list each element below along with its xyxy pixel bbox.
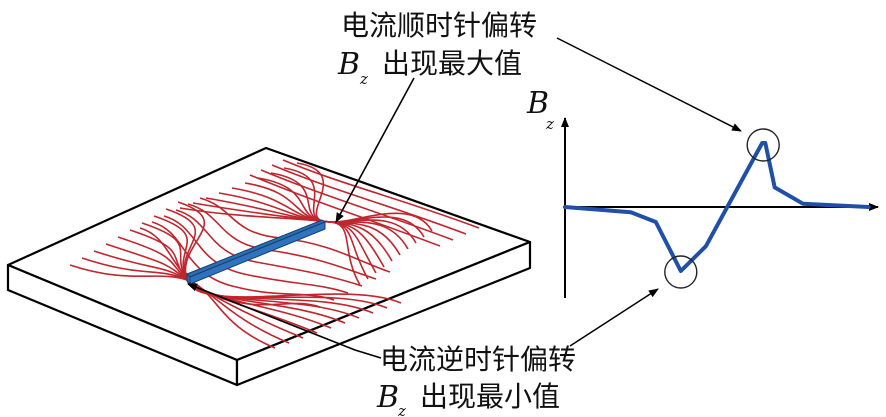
current-line (282, 159, 480, 229)
min-label-line2: 出现最小值 (420, 380, 560, 413)
min-label-line1: 电流逆时针偏转 (380, 343, 576, 376)
current-line (296, 162, 433, 232)
max-label-line1: 电流顺时针偏转 (341, 9, 537, 42)
max-marker-circle (746, 128, 780, 162)
max-label-var: B (337, 47, 360, 82)
crack (186, 219, 327, 286)
min-pointer-arrow (569, 288, 659, 347)
current-line (249, 174, 441, 247)
max-label-line2: 出现最大值 (382, 47, 522, 80)
current-line (163, 215, 349, 294)
current-line (139, 227, 321, 308)
current-line (175, 209, 363, 287)
bz-curve (563, 141, 871, 273)
current-line (151, 221, 335, 301)
current-line (260, 169, 454, 241)
y-axis-label: B (526, 86, 549, 121)
bz-signal-chart: B z (526, 37, 879, 347)
min-label: 电流逆时针偏转 B z 出现最小值 (376, 343, 576, 417)
current-line (271, 164, 467, 235)
crack-front (189, 221, 326, 285)
top-leader-line (335, 77, 415, 223)
plate-right-side (235, 240, 532, 387)
max-label-sub: z (359, 70, 368, 88)
min-label-var: B (376, 380, 399, 415)
max-label: 电流顺时针偏转 B z 出现最大值 (337, 9, 537, 88)
y-axis-label-sub: z (545, 115, 554, 133)
max-pointer-arrow (556, 37, 742, 132)
min-marker-circle (664, 255, 698, 289)
bottom-leader-line (187, 283, 382, 359)
min-label-sub: z (397, 402, 406, 417)
